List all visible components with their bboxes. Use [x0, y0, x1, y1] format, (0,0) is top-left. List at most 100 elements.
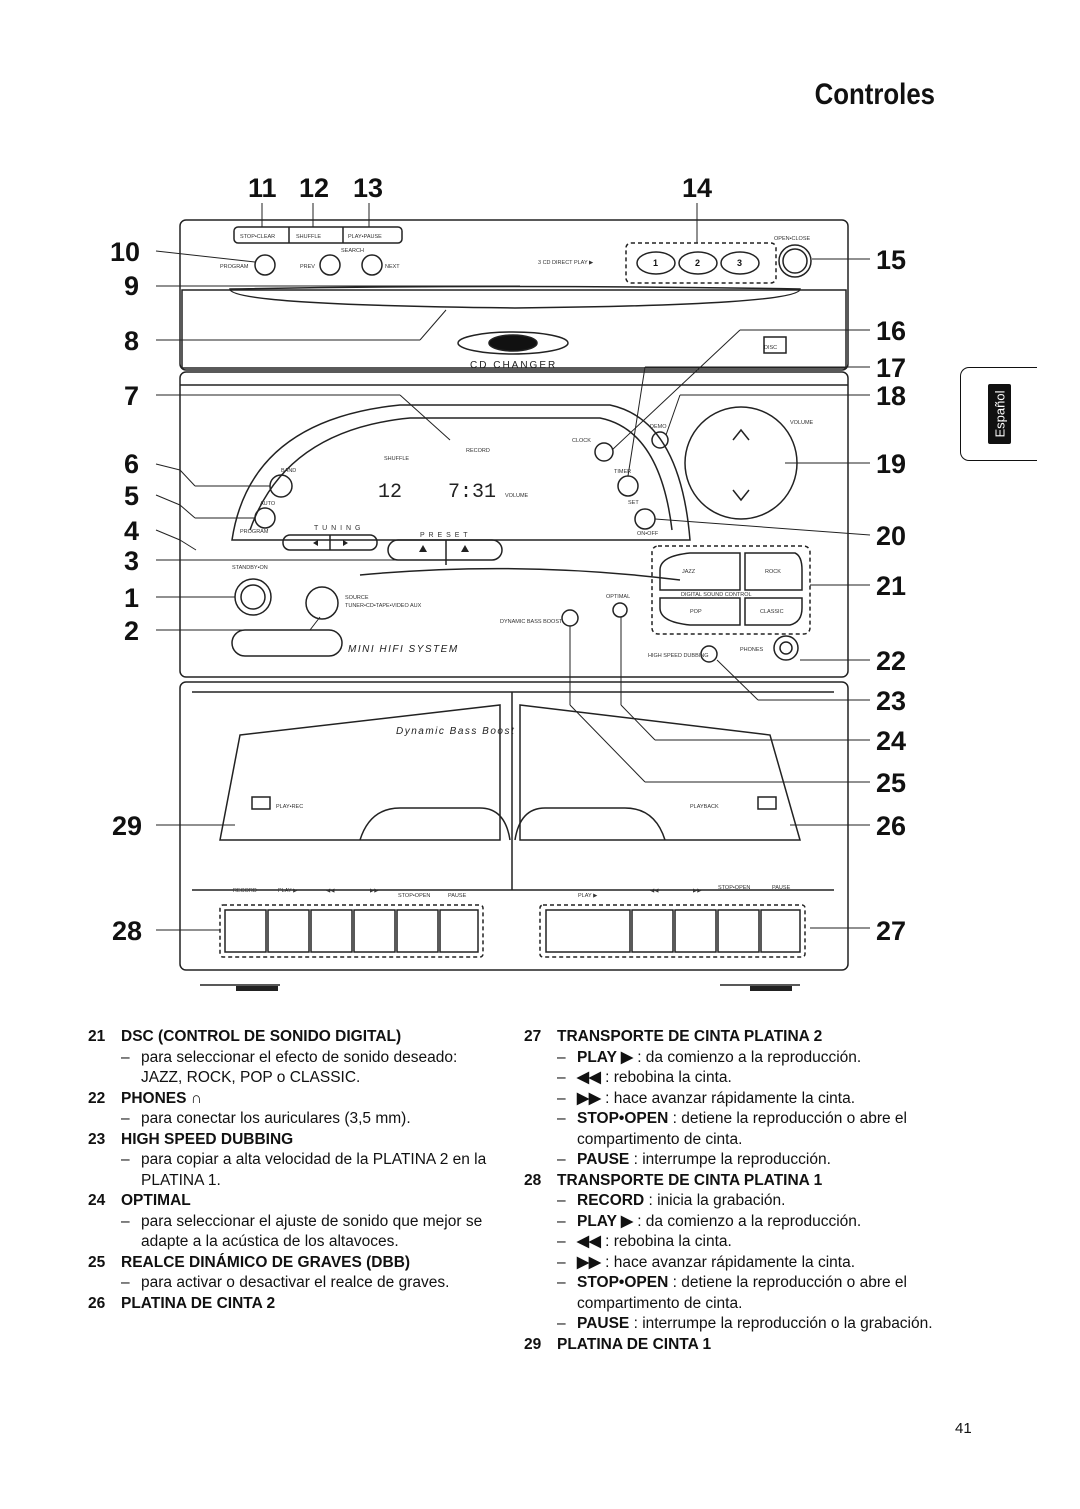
callout-18: 18	[876, 381, 906, 411]
demo-button[interactable]	[651, 431, 669, 449]
source-button[interactable]	[305, 586, 339, 620]
section-27-rewind: –◀◀ : rebobina la cinta.	[557, 1069, 732, 1086]
label-cd-direct-play: 3 CD DIRECT PLAY ▶	[538, 260, 594, 266]
deck1-rewind-key[interactable]	[310, 909, 353, 953]
deck2-ffwd-key[interactable]	[674, 909, 717, 953]
language-tab-inner: Español	[988, 384, 1011, 444]
callout-11: 11	[248, 173, 277, 203]
deck2-stop-key[interactable]	[717, 909, 760, 953]
label-deck2-pause: PAUSE	[772, 885, 791, 891]
high-speed-dubbing-button[interactable]	[700, 645, 718, 663]
label-preset: P R E S E T	[420, 532, 468, 539]
jazz-button[interactable]	[659, 552, 741, 591]
label-cd2: 2	[695, 258, 700, 268]
label-band: BAND	[281, 468, 296, 474]
timer-button[interactable]	[617, 475, 639, 497]
deck1-record-key[interactable]	[224, 909, 267, 953]
on-off-button[interactable]	[634, 508, 656, 530]
auto-button[interactable]	[254, 507, 276, 529]
label-playback: PLAYBACK	[690, 804, 719, 810]
classic-button[interactable]	[744, 597, 803, 626]
label-deck1-rewind: ◀◀	[326, 888, 335, 894]
label-search: SEARCH	[341, 248, 364, 254]
label-demo: DEMO	[650, 424, 667, 430]
pop-button[interactable]	[659, 597, 741, 626]
deck2-door[interactable]	[519, 704, 801, 841]
label-play-pause: PLAY•PAUSE	[348, 234, 382, 240]
callout-9: 9	[124, 271, 139, 301]
cd-changer-unit	[179, 219, 849, 371]
label-next: NEXT	[385, 264, 400, 270]
deck1-pause-key[interactable]	[439, 909, 479, 953]
label-shuffle-display: SHUFFLE	[384, 456, 409, 462]
deck2-keys	[539, 904, 806, 958]
section-24-item: –para seleccionar el ajuste de sonido qu…	[121, 1212, 483, 1251]
callout-28: 28	[112, 916, 142, 946]
label-deck1-record: RECORD	[233, 888, 257, 894]
optimal-button[interactable]	[612, 602, 628, 618]
label-volume: VOLUME	[790, 420, 814, 426]
next-button[interactable]	[361, 254, 383, 276]
label-deck2-rewind: ◀◀	[650, 888, 659, 894]
label-deck1-stop: STOP•OPEN	[398, 893, 430, 899]
label-cd-changer: CD CHANGER	[470, 360, 557, 371]
callout-16: 16	[876, 316, 906, 346]
label-jazz: JAZZ	[682, 569, 696, 575]
label-source-sub: TUNER•CD•TAPE•VIDEO AUX	[345, 603, 422, 609]
display-time: 7:31	[448, 481, 496, 504]
section-21-item: –para seleccionar el efecto de sonido de…	[121, 1048, 458, 1087]
label-on-off: ON•OFF	[637, 531, 659, 537]
callout-6: 6	[124, 449, 139, 479]
rock-button[interactable]	[744, 552, 803, 591]
open-close-button[interactable]	[778, 244, 812, 278]
label-optimal: OPTIMAL	[606, 594, 630, 600]
callout-7: 7	[124, 381, 139, 411]
amplifier-unit	[179, 371, 849, 678]
dbb-button[interactable]	[561, 609, 579, 627]
deck2-pause-key[interactable]	[760, 909, 801, 953]
section-27-ffwd: –▶▶ : hace avanzar rápidamente la cinta.	[557, 1089, 856, 1107]
label-compact-disc: DISC	[764, 345, 777, 351]
display-track: 12	[378, 481, 402, 504]
label-source: SOURCE	[345, 595, 369, 601]
callout-21: 21	[876, 571, 906, 601]
deck1-ffwd-key[interactable]	[353, 909, 396, 953]
callout-24: 24	[876, 726, 906, 756]
cd1-button[interactable]	[636, 251, 676, 275]
deck2-play-key[interactable]	[545, 909, 631, 953]
cd-tray	[229, 285, 801, 309]
label-shuffle: SHUFFLE	[296, 234, 321, 240]
section-27-pause: –PAUSE : interrumpe la reproducción.	[557, 1151, 831, 1168]
program-button[interactable]	[254, 254, 276, 276]
label-timer: TIMER	[614, 469, 631, 475]
label-volume-display: VOLUME	[505, 493, 529, 499]
cd2-button[interactable]	[678, 251, 718, 275]
deck1-door[interactable]	[219, 704, 501, 841]
phones-jack[interactable]	[773, 635, 799, 661]
label-prev: PREV	[300, 264, 315, 270]
label-tuning: T U N I N G	[314, 525, 361, 532]
prev-button[interactable]	[319, 254, 341, 276]
label-set: SET	[628, 500, 639, 506]
callout-22: 22	[876, 646, 906, 676]
clock-button[interactable]	[594, 442, 614, 462]
headphones-icon: ∩	[190, 1089, 202, 1107]
label-deck2-ffwd: ▶▶	[693, 888, 702, 894]
deck1-play-key[interactable]	[267, 909, 310, 953]
section-28-stop: –STOP•OPEN : detiene la reproducción o a…	[557, 1274, 907, 1312]
hifi-diagram: 11 12 13 14 10 9 8 7 6 5 4 3 1 2 15 16 1…	[110, 173, 906, 991]
deck1-stop-key[interactable]	[396, 909, 439, 953]
volume-knob[interactable]	[684, 406, 798, 520]
deck2-rewind-key[interactable]	[631, 909, 674, 953]
label-phones: PHONES	[740, 647, 764, 653]
cd3-button[interactable]	[720, 251, 760, 275]
callout-29: 29	[112, 811, 142, 841]
callout-1: 1	[124, 583, 139, 613]
callout-26: 26	[876, 811, 906, 841]
callout-15: 15	[876, 245, 906, 275]
